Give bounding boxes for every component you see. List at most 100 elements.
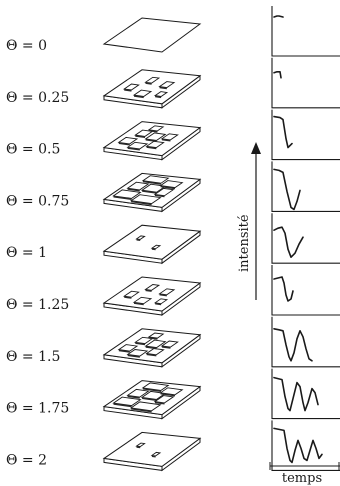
island-shadow [127,395,140,399]
intensity-trace [271,161,340,212]
island-shadow [113,195,132,200]
surface-slab [102,172,202,213]
surface-island [112,189,142,199]
surface-slab [102,69,202,109]
surface-island [129,401,162,412]
island-shadow [145,138,157,142]
coverage-label: Θ = 0.5 [6,142,60,158]
surface-slab [102,328,202,368]
island-shadow [160,392,175,397]
island-shadow [127,147,140,151]
intensity-trace [271,420,340,471]
surface-island [144,339,167,349]
surface-island [147,125,165,132]
trace-curve [273,327,313,362]
surface-island [112,396,142,407]
surface-island [135,442,146,448]
surface-slab [102,121,202,161]
time-axis [269,462,340,470]
surface-island [144,132,167,141]
island-shadow [160,185,175,190]
intensity-trace [271,213,340,264]
island-shadow [118,142,130,146]
surface-island [122,83,140,91]
intensity-trace [271,109,340,161]
island-shadow [154,401,165,405]
coverage-label: Θ = 0.25 [6,90,69,106]
island-shadow [148,337,158,340]
island-shadow [145,289,152,292]
island-shadow [148,129,158,133]
island-shadow [145,346,157,350]
island-shadow [151,455,156,458]
island-shadow [134,302,144,306]
surface-island [141,175,170,184]
island-shadow [161,138,171,142]
surface-island [122,290,140,298]
island-shadow [159,86,167,90]
coverage-label: Θ = 1 [6,245,47,261]
surface-island [158,288,176,296]
surface-island [160,340,179,348]
surface-island [117,344,139,352]
island-shadow [142,397,157,401]
slab-top-face [102,431,202,467]
intensity-trace [271,368,340,420]
intensity-arrow [251,142,261,300]
island-shadow [146,146,157,150]
coverage-labels: Θ = 0Θ = 0.25Θ = 0.5Θ = 0.75Θ = 1Θ = 1.2… [6,38,69,468]
surface-island [126,349,149,357]
surface-island [126,388,150,398]
surface-slabs [102,17,202,472]
slab-top-face [102,276,202,312]
x-axis-label: temps [282,471,322,486]
surface-island [153,91,169,97]
surface-island [160,133,179,141]
island-shadow [145,82,152,85]
surface-slab [102,276,202,316]
island-shadow [146,353,157,357]
intensity-trace [271,265,340,316]
trace-axes [271,57,340,109]
intensity-trace [271,316,340,368]
surface-slab [102,17,202,53]
island-shadow [131,407,152,413]
intensity-trace [271,6,340,57]
surface-slab [102,224,202,265]
trace-axes [271,420,340,471]
island-shadow [134,95,144,99]
surface-island [135,235,146,240]
island-shadow [142,387,161,392]
island-shadow [127,188,140,192]
island-shadow [124,296,132,299]
surface-island [159,387,184,396]
coverage-label: Θ = 1.25 [6,297,69,313]
coverage-label: Θ = 0 [6,38,47,54]
slab-top-face [102,17,202,53]
surface-island [147,332,165,339]
surface-island [144,284,161,291]
trace-curve [273,226,304,258]
trace-curve [273,427,323,464]
island-shadow [136,446,141,449]
island-shadow [142,190,157,194]
slab-top-face [102,69,202,105]
trace-curve [273,15,284,18]
trace-curve [273,70,282,79]
surface-island [158,81,176,89]
trace-axes [271,368,340,420]
island-shadow [135,342,145,346]
slab-top-face [102,224,202,260]
island-shadow [161,346,171,349]
trace-curve [273,115,293,149]
island-shadow [118,349,130,353]
coverage-label: Θ = 1.5 [6,349,60,365]
trace-axes [271,109,340,161]
trace-curve [273,376,319,412]
y-axis-label: intensité [237,214,252,272]
coverage-label: Θ = 2 [6,452,47,468]
island-shadow [124,89,132,92]
surface-island [117,136,139,145]
island-shadow [142,180,161,185]
